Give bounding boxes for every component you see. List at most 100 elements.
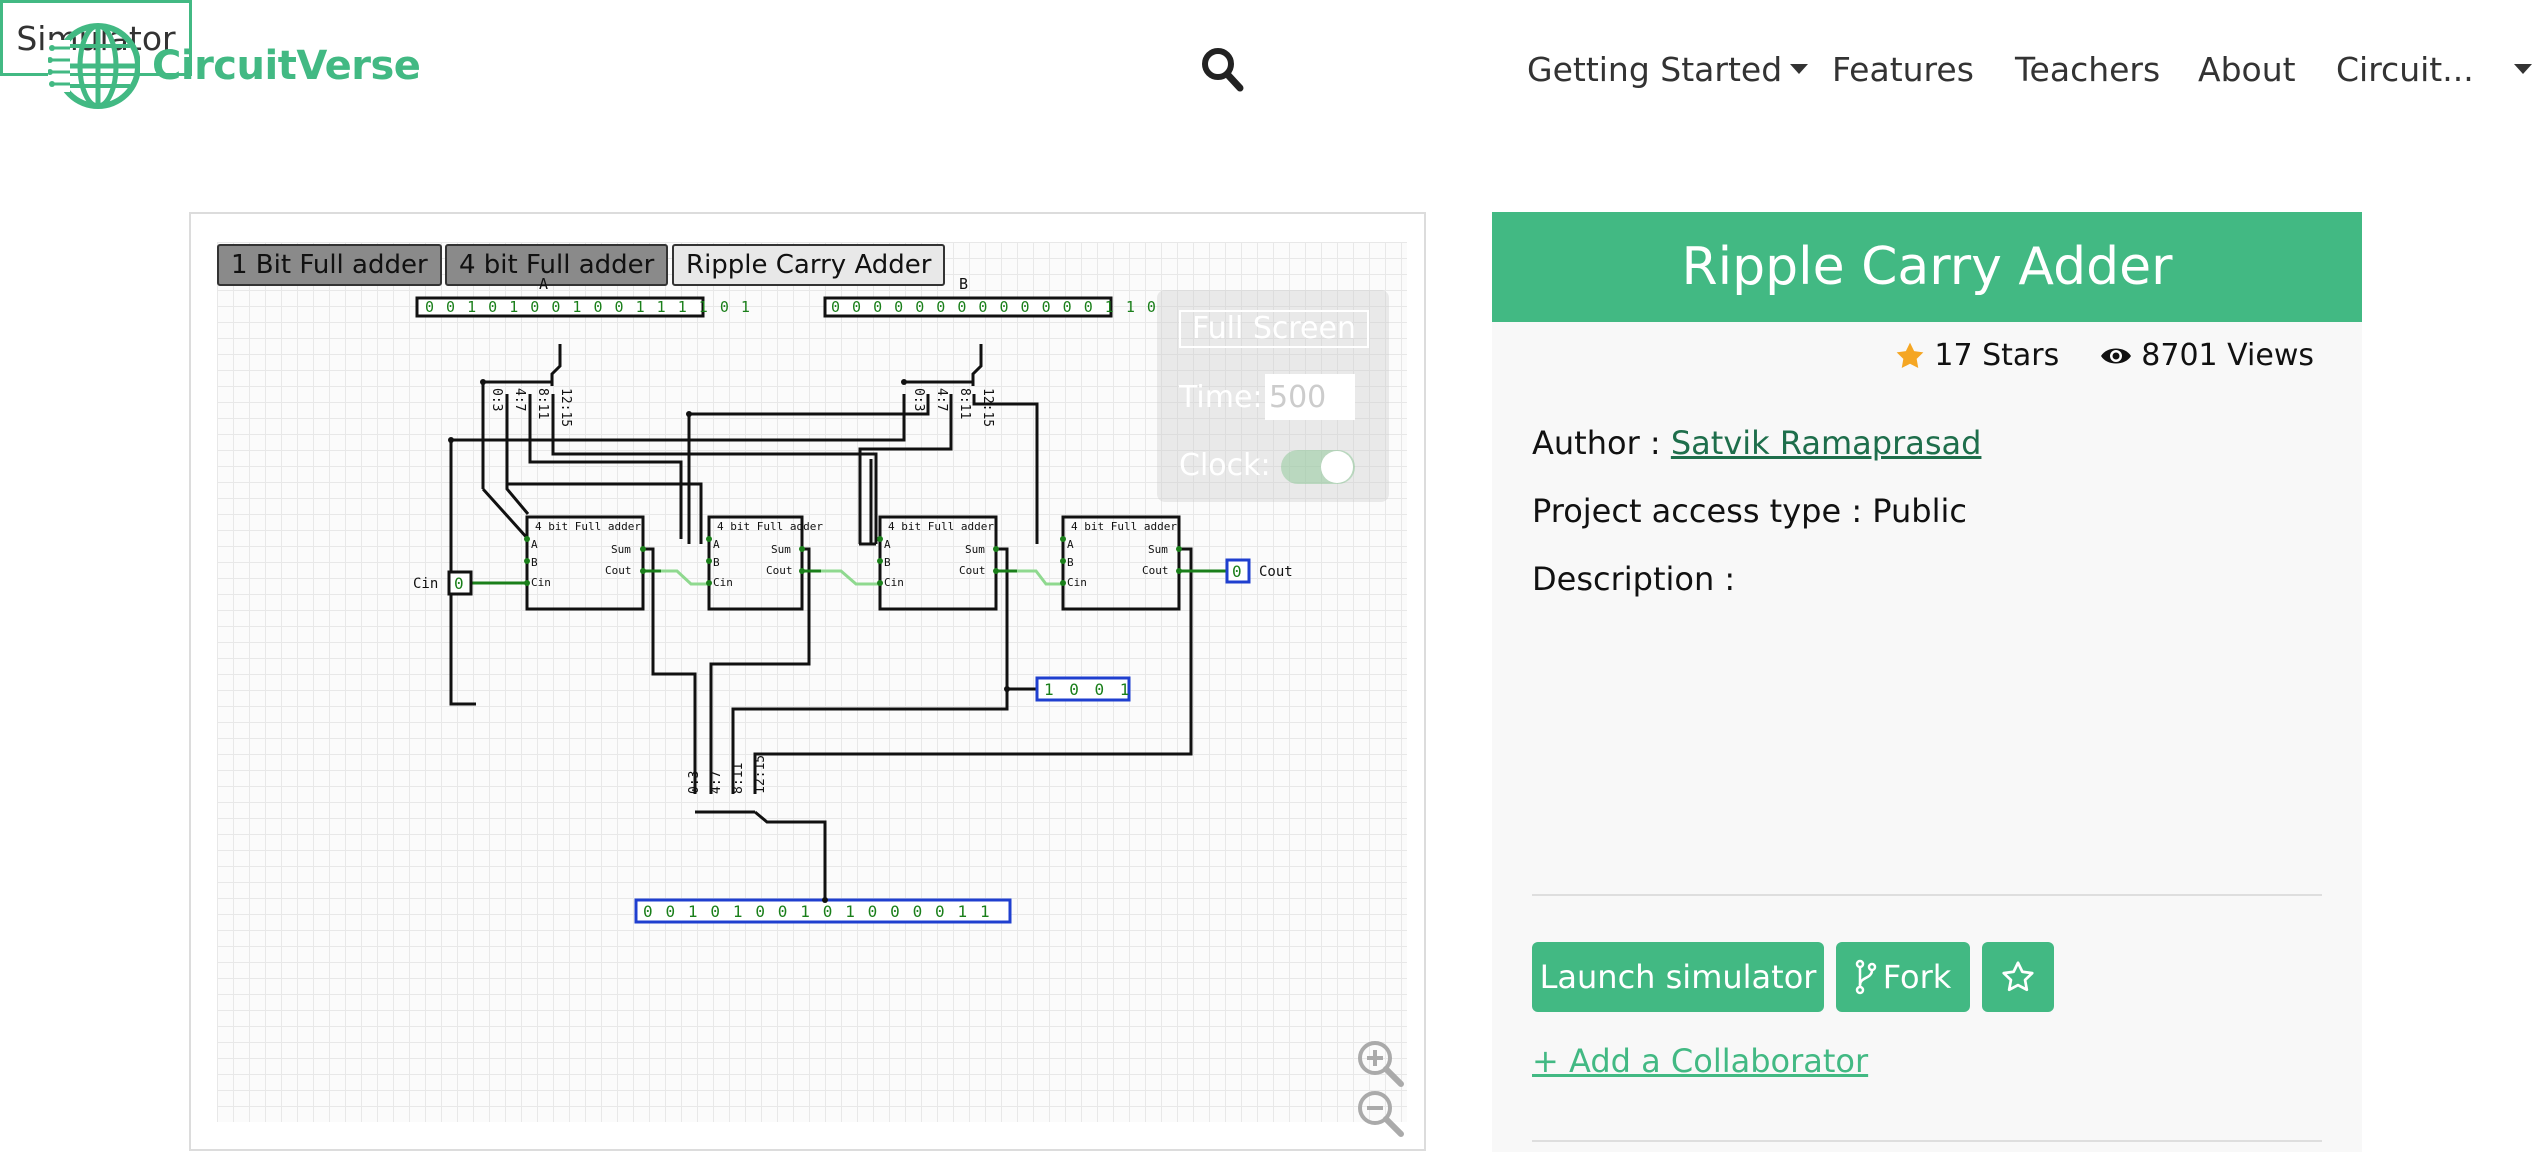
adder-pin-cin: Cin bbox=[531, 576, 551, 589]
nav-getting-started-label: Getting Started bbox=[1527, 50, 1783, 89]
zoom-out-icon[interactable] bbox=[1355, 1088, 1405, 1138]
cin-value[interactable]: 0 bbox=[454, 574, 464, 593]
time-label: Time: bbox=[1179, 380, 1263, 415]
adder-pin-sum: Sum bbox=[965, 543, 985, 556]
adder-pin-cin: Cin bbox=[713, 576, 733, 589]
nav-teachers[interactable]: Teachers bbox=[2015, 48, 2160, 92]
fork-label: Fork bbox=[1882, 958, 1952, 996]
circuitverse-logo-icon bbox=[48, 23, 140, 109]
split-label: 8:11 bbox=[535, 388, 550, 419]
nav-circuit-label: Circuit... bbox=[2336, 50, 2474, 89]
caret-down-icon bbox=[2514, 63, 2532, 74]
adder-pin-cout: Cout bbox=[959, 564, 986, 577]
zoom-in-icon[interactable] bbox=[1355, 1038, 1405, 1088]
adder-title: 4 bit Full adder bbox=[535, 520, 641, 533]
adder-pin-cout: Cout bbox=[605, 564, 632, 577]
adder-pin-sum: Sum bbox=[611, 543, 631, 556]
search-icon[interactable] bbox=[1200, 46, 1244, 94]
clock-toggle[interactable] bbox=[1281, 450, 1355, 484]
star-button[interactable] bbox=[1982, 942, 2054, 1012]
views-count: 8701 Views bbox=[2141, 338, 2314, 373]
input-b-bits[interactable]: 0 0 0 0 0 0 0 0 0 0 0 0 0 1 1 0 bbox=[831, 298, 1157, 316]
project-title: Ripple Carry Adder bbox=[1681, 237, 2173, 297]
project-header: Ripple Carry Adder bbox=[1492, 212, 2362, 322]
input-b-label: B bbox=[959, 275, 968, 293]
simulator-embed[interactable]: 1 Bit Full adder 4 bit Full adder Ripple… bbox=[189, 212, 1426, 1151]
tab-label: 4 bit Full adder bbox=[459, 250, 655, 280]
author-link[interactable]: Satvik Ramaprasad bbox=[1670, 424, 1982, 462]
nav-getting-started[interactable]: Getting Started bbox=[1527, 48, 1809, 92]
adder-pin-cout: Cout bbox=[1142, 564, 1169, 577]
tab-4-bit-full-adder[interactable]: 4 bit Full adder bbox=[445, 244, 669, 286]
author-row: Author : Satvik Ramaprasad bbox=[1532, 424, 1981, 462]
cin-label: Cin bbox=[413, 576, 438, 592]
adder-pin-b: B bbox=[531, 556, 538, 569]
fullscreen-button[interactable]: Full Screen bbox=[1179, 310, 1369, 348]
fork-button[interactable]: Fork bbox=[1836, 942, 1970, 1012]
simulator-controls: Full Screen Time: Clock: bbox=[1157, 290, 1389, 502]
cout-label: Cout bbox=[1259, 564, 1293, 580]
split-label: 12:15 bbox=[558, 388, 573, 427]
nav-features[interactable]: Features bbox=[1832, 48, 1974, 92]
stars-count: 17 Stars bbox=[1934, 338, 2060, 373]
launch-simulator-label: Launch simulator bbox=[1539, 958, 1817, 996]
nav-teachers-label: Teachers bbox=[2015, 50, 2161, 89]
access-value: Public bbox=[1872, 492, 1967, 530]
brand[interactable]: CircuitVerse bbox=[48, 20, 421, 112]
input-a-bits[interactable]: 0 0 1 0 1 0 0 1 0 0 1 1 1 1 0 1 bbox=[425, 298, 751, 316]
tab-1-bit-full-adder[interactable]: 1 Bit Full adder bbox=[217, 244, 442, 286]
probe-value: 1 0 0 1 bbox=[1044, 680, 1132, 699]
split-label: 4:7 bbox=[934, 388, 949, 411]
tab-label: 1 Bit Full adder bbox=[231, 250, 428, 280]
project-stats: 17 Stars 8701 Views bbox=[1894, 338, 2314, 373]
adder-pin-b: B bbox=[713, 556, 720, 569]
toggle-knob bbox=[1321, 451, 1353, 483]
adder-pin-cin: Cin bbox=[884, 576, 904, 589]
adder-pin-a: A bbox=[713, 538, 720, 551]
split-label: 0:3 bbox=[489, 388, 504, 411]
simulator-canvas[interactable] bbox=[217, 242, 1407, 1122]
adder-title: 4 bit Full adder bbox=[717, 520, 823, 533]
split-label: 12:15 bbox=[980, 388, 995, 427]
time-input[interactable] bbox=[1265, 374, 1355, 420]
nav-circuit-dropdown[interactable]: Circuit... bbox=[2336, 48, 2532, 92]
add-collaborator-link[interactable]: + Add a Collaborator bbox=[1532, 1042, 1869, 1080]
navbar: CircuitVerse Simulator Getting Started F… bbox=[0, 0, 2532, 150]
nav-about[interactable]: About bbox=[2198, 48, 2296, 92]
launch-simulator-button[interactable]: Launch simulator bbox=[1532, 942, 1824, 1012]
star-outline-icon bbox=[2002, 961, 2034, 992]
author-label: Author : bbox=[1532, 424, 1661, 462]
adder-pin-b: B bbox=[884, 556, 891, 569]
split-label: 0:3 bbox=[687, 771, 702, 794]
adder-pin-a: A bbox=[884, 538, 891, 551]
adder-pin-cin: Cin bbox=[1067, 576, 1087, 589]
adder-title: 4 bit Full adder bbox=[888, 520, 994, 533]
nav-about-label: About bbox=[2198, 50, 2296, 89]
adder-pin-a: A bbox=[531, 538, 538, 551]
nav-features-label: Features bbox=[1832, 50, 1974, 89]
split-label: 8:11 bbox=[957, 388, 972, 419]
brand-name: CircuitVerse bbox=[152, 43, 421, 89]
split-label: 12:15 bbox=[753, 755, 768, 794]
divider bbox=[1532, 894, 2322, 896]
caret-down-icon bbox=[1790, 63, 1809, 74]
star-icon bbox=[1897, 342, 1924, 368]
adder-pin-sum: Sum bbox=[771, 543, 791, 556]
adder-pin-sum: Sum bbox=[1148, 543, 1168, 556]
adder-pin-cout: Cout bbox=[766, 564, 793, 577]
tab-ripple-carry-adder[interactable]: Ripple Carry Adder bbox=[672, 244, 946, 286]
access-row: Project access type : Public bbox=[1532, 492, 1967, 530]
project-details: 17 Stars 8701 Views Author : Satvik Rama… bbox=[1492, 322, 2362, 1152]
divider bbox=[1532, 1140, 2322, 1142]
split-label: 4:7 bbox=[512, 388, 527, 411]
tab-label: Ripple Carry Adder bbox=[686, 250, 932, 280]
circuit-diagram: A 0 0 1 0 1 0 0 1 0 0 1 1 1 1 0 1 B 0 0 … bbox=[413, 275, 1293, 924]
clock-label: Clock: bbox=[1179, 448, 1271, 483]
adder-title: 4 bit Full adder bbox=[1071, 520, 1177, 533]
split-label: 4:7 bbox=[709, 771, 724, 794]
fork-icon bbox=[1855, 959, 1876, 995]
adder-pin-b: B bbox=[1067, 556, 1074, 569]
input-a-label: A bbox=[539, 275, 548, 293]
description-label: Description : bbox=[1532, 560, 1736, 598]
split-label: 8:11 bbox=[731, 763, 746, 794]
